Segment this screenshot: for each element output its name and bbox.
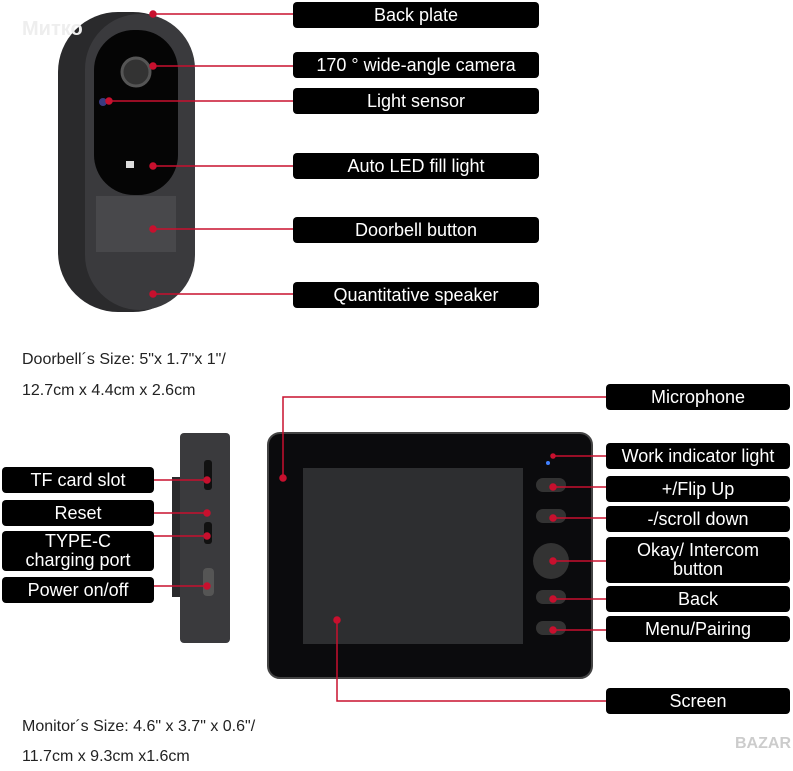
label-power: Power on/off [2,577,154,603]
monitor-size-line1: Monitor´s Size: 4.6" x 3.7" x 0.6"/ [22,718,256,735]
label-scroll-down: -/scroll down [606,506,790,532]
label-camera: 170 ° wide-angle camera [293,52,539,78]
callout-lines [105,10,606,702]
label-microphone: Microphone [606,384,790,410]
label-screen: Screen [606,688,790,714]
label-doorbell-button: Doorbell button [293,217,539,243]
monitor-side-view [172,433,230,643]
label-type-c-port: TYPE-C charging port [2,531,154,571]
label-okay-intercom: Okay/ Intercom button [606,537,790,583]
label-flip-up: +/Flip Up [606,476,790,502]
label-led-fill-light: Auto LED fill light [293,153,539,179]
label-menu-pairing: Menu/Pairing [606,616,790,642]
label-speaker: Quantitative speaker [293,282,539,308]
label-back-plate: Back plate [293,2,539,28]
label-tf-card-slot: TF card slot [2,467,154,493]
monitor-size-line2: 11.7cm x 9.3cm x1.6cm [22,748,190,765]
watermark: Митко [22,18,83,40]
watermark-bazar: BAZAR [735,735,791,752]
label-light-sensor: Light sensor [293,88,539,114]
doorbell-size-line1: Doorbell´s Size: 5"x 1.7"x 1"/ [22,351,226,368]
monitor-front [267,432,593,679]
label-work-indicator: Work indicator light [606,443,790,469]
doorbell-size-line2: 12.7cm x 4.4cm x 2.6cm [22,382,196,399]
label-reset: Reset [2,500,154,526]
label-back: Back [606,586,790,612]
doorbell-device [58,12,195,312]
